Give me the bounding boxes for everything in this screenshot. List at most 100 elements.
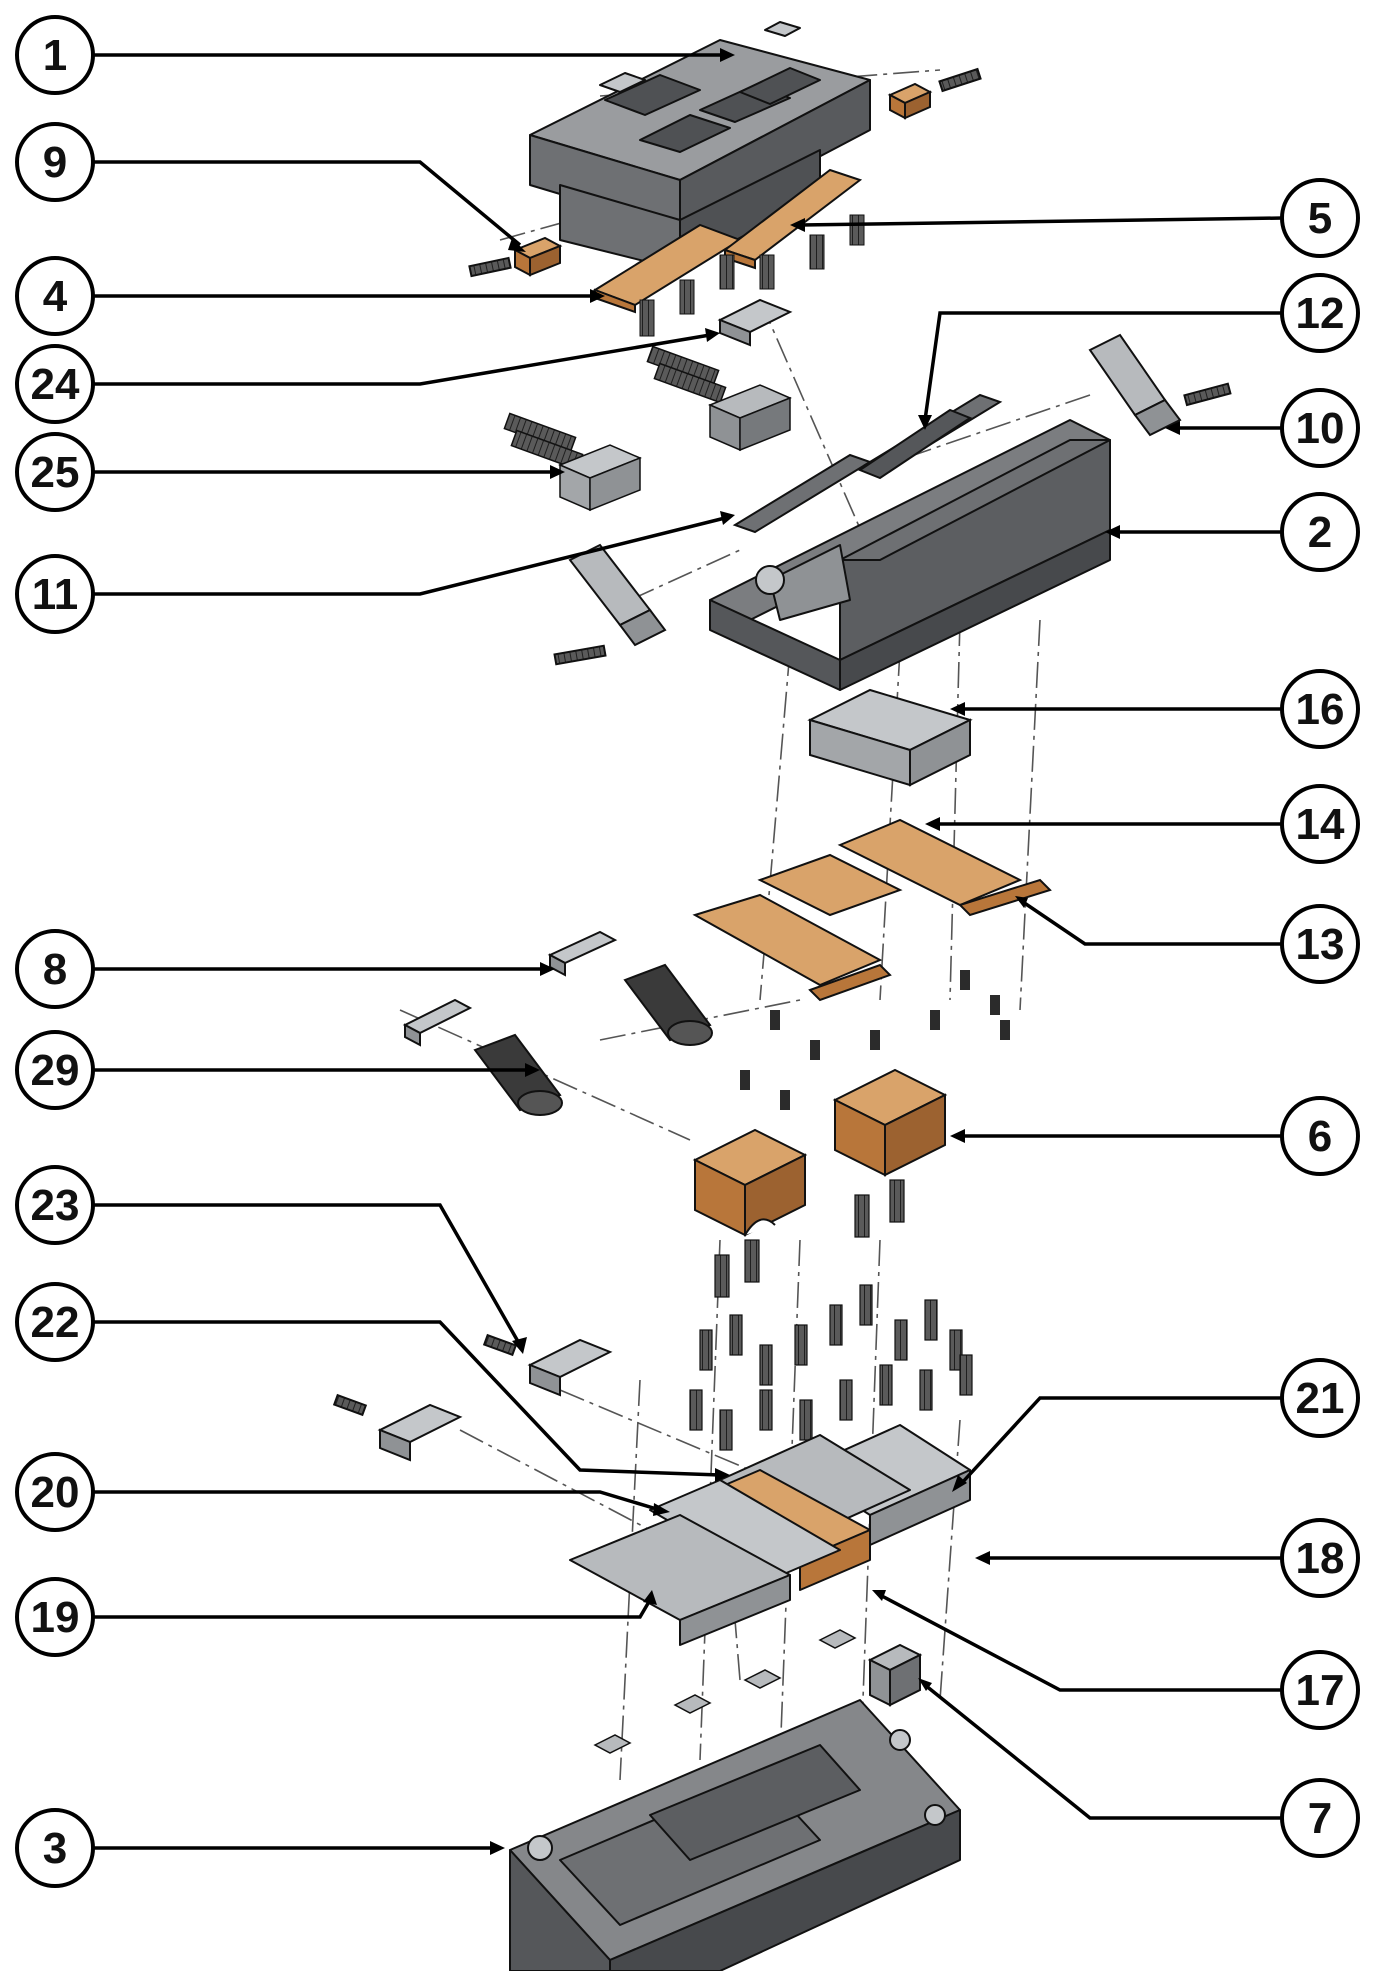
callout-circle: [15, 554, 95, 634]
callout-label: 19: [31, 1593, 80, 1642]
callout-9: 9: [15, 122, 95, 202]
callout-7: 7: [1280, 1778, 1360, 1858]
callout-2: 2: [1280, 492, 1360, 572]
leader-lines: [94, 48, 1284, 1855]
callout-12: 12: [1280, 273, 1360, 353]
callout-label: 9: [43, 138, 67, 187]
callout-label: 29: [31, 1046, 80, 1095]
callout-label: 13: [1296, 920, 1345, 969]
stop-block-7: [867, 1643, 923, 1707]
callout-1: 1: [15, 15, 95, 95]
callout-29: 29: [15, 1030, 95, 1110]
callout-23: 23: [15, 1165, 95, 1245]
callout-5: 5: [1280, 178, 1360, 258]
retainer-bars: [402, 930, 618, 1047]
callout-circle: [1280, 784, 1360, 864]
lower-plates: [569, 1424, 971, 1646]
callout-label: 5: [1308, 194, 1332, 243]
callout-label: 20: [31, 1468, 80, 1517]
callout-circle: [1280, 388, 1360, 468]
callout-label: 16: [1296, 685, 1345, 734]
callout-circle: [15, 122, 95, 202]
callout-circle: [1280, 1650, 1360, 1730]
callout-circle: [15, 15, 95, 95]
callout-16: 16: [1280, 669, 1360, 749]
callout-14: 14: [1280, 784, 1360, 864]
callout-circle: [15, 1282, 95, 1362]
callout-label: 12: [1296, 289, 1345, 338]
callout-circle: [1280, 178, 1360, 258]
callout-22: 22: [15, 1282, 95, 1362]
bolt-cluster: [689, 1179, 973, 1451]
callout-circle: [1280, 1358, 1360, 1438]
callout-label: 25: [31, 448, 80, 497]
clamp-block-left: [468, 236, 563, 278]
callout-label: 10: [1296, 404, 1345, 453]
callout-circle: [1280, 1778, 1360, 1858]
callout-label: 2: [1308, 508, 1332, 557]
callout-19: 19: [15, 1577, 95, 1657]
callout-label: 7: [1308, 1794, 1332, 1843]
callout-circle: [15, 1808, 95, 1888]
die-body: [709, 419, 1111, 691]
balloons: 1942425115121021614138296232221201819177…: [15, 15, 1360, 1888]
clamp-block-right: [887, 67, 982, 120]
small-screws-field: [740, 970, 1010, 1110]
mount-block-16: [807, 688, 973, 787]
callout-circle: [15, 1030, 95, 1110]
callout-label: 24: [31, 360, 80, 409]
callout-label: 18: [1296, 1534, 1345, 1583]
callout-label: 8: [43, 945, 67, 994]
upper-die-plate: [529, 21, 871, 271]
callout-label: 6: [1308, 1112, 1332, 1161]
side-bracket-left: [553, 543, 667, 666]
callout-circle: [1280, 273, 1360, 353]
callout-label: 22: [31, 1298, 80, 1347]
spacer-block-25: [503, 412, 642, 512]
callout-circle: [15, 432, 95, 512]
bearing-blocks: [692, 1068, 948, 1237]
callout-label: 21: [1296, 1374, 1345, 1423]
callout-10: 10: [1280, 388, 1360, 468]
copper-frames: [692, 818, 1052, 1002]
callout-24: 24: [15, 344, 95, 424]
cutting-plates: [592, 168, 863, 314]
callout-13: 13: [1280, 904, 1360, 984]
callout-circle: [15, 256, 95, 336]
callout-circle: [1280, 1096, 1360, 1176]
callout-label: 17: [1296, 1666, 1345, 1715]
side-bracket-10: [1088, 333, 1232, 437]
bracket-23: [332, 1333, 613, 1462]
t-nuts: [593, 1629, 857, 1754]
bracket-24: [717, 298, 793, 347]
callout-11: 11: [15, 554, 95, 634]
callout-label: 3: [43, 1824, 67, 1873]
callout-circle: [15, 1577, 95, 1657]
callout-label: 11: [32, 570, 79, 619]
callout-circle: [15, 1165, 95, 1245]
callout-label: 1: [43, 31, 67, 80]
callout-8: 8: [15, 929, 95, 1009]
callout-20: 20: [15, 1452, 95, 1532]
spring-group-upper: [646, 345, 792, 452]
guide-plates: [732, 393, 1003, 534]
callout-6: 6: [1280, 1096, 1360, 1176]
callout-3: 3: [15, 1808, 95, 1888]
callout-18: 18: [1280, 1518, 1360, 1598]
base-plate: [509, 1699, 961, 1971]
callout-circle: [15, 344, 95, 424]
callout-circle: [1280, 492, 1360, 572]
callout-circle: [1280, 669, 1360, 749]
callout-label: 4: [43, 272, 68, 321]
callout-label: 14: [1296, 800, 1345, 849]
shafts: [473, 963, 713, 1116]
callout-circle: [1280, 904, 1360, 984]
callout-circle: [1280, 1518, 1360, 1598]
callout-21: 21: [1280, 1358, 1360, 1438]
callout-17: 17: [1280, 1650, 1360, 1730]
callout-25: 25: [15, 432, 95, 512]
callout-circle: [15, 1452, 95, 1532]
callout-circle: [15, 929, 95, 1009]
callout-label: 23: [31, 1181, 80, 1230]
